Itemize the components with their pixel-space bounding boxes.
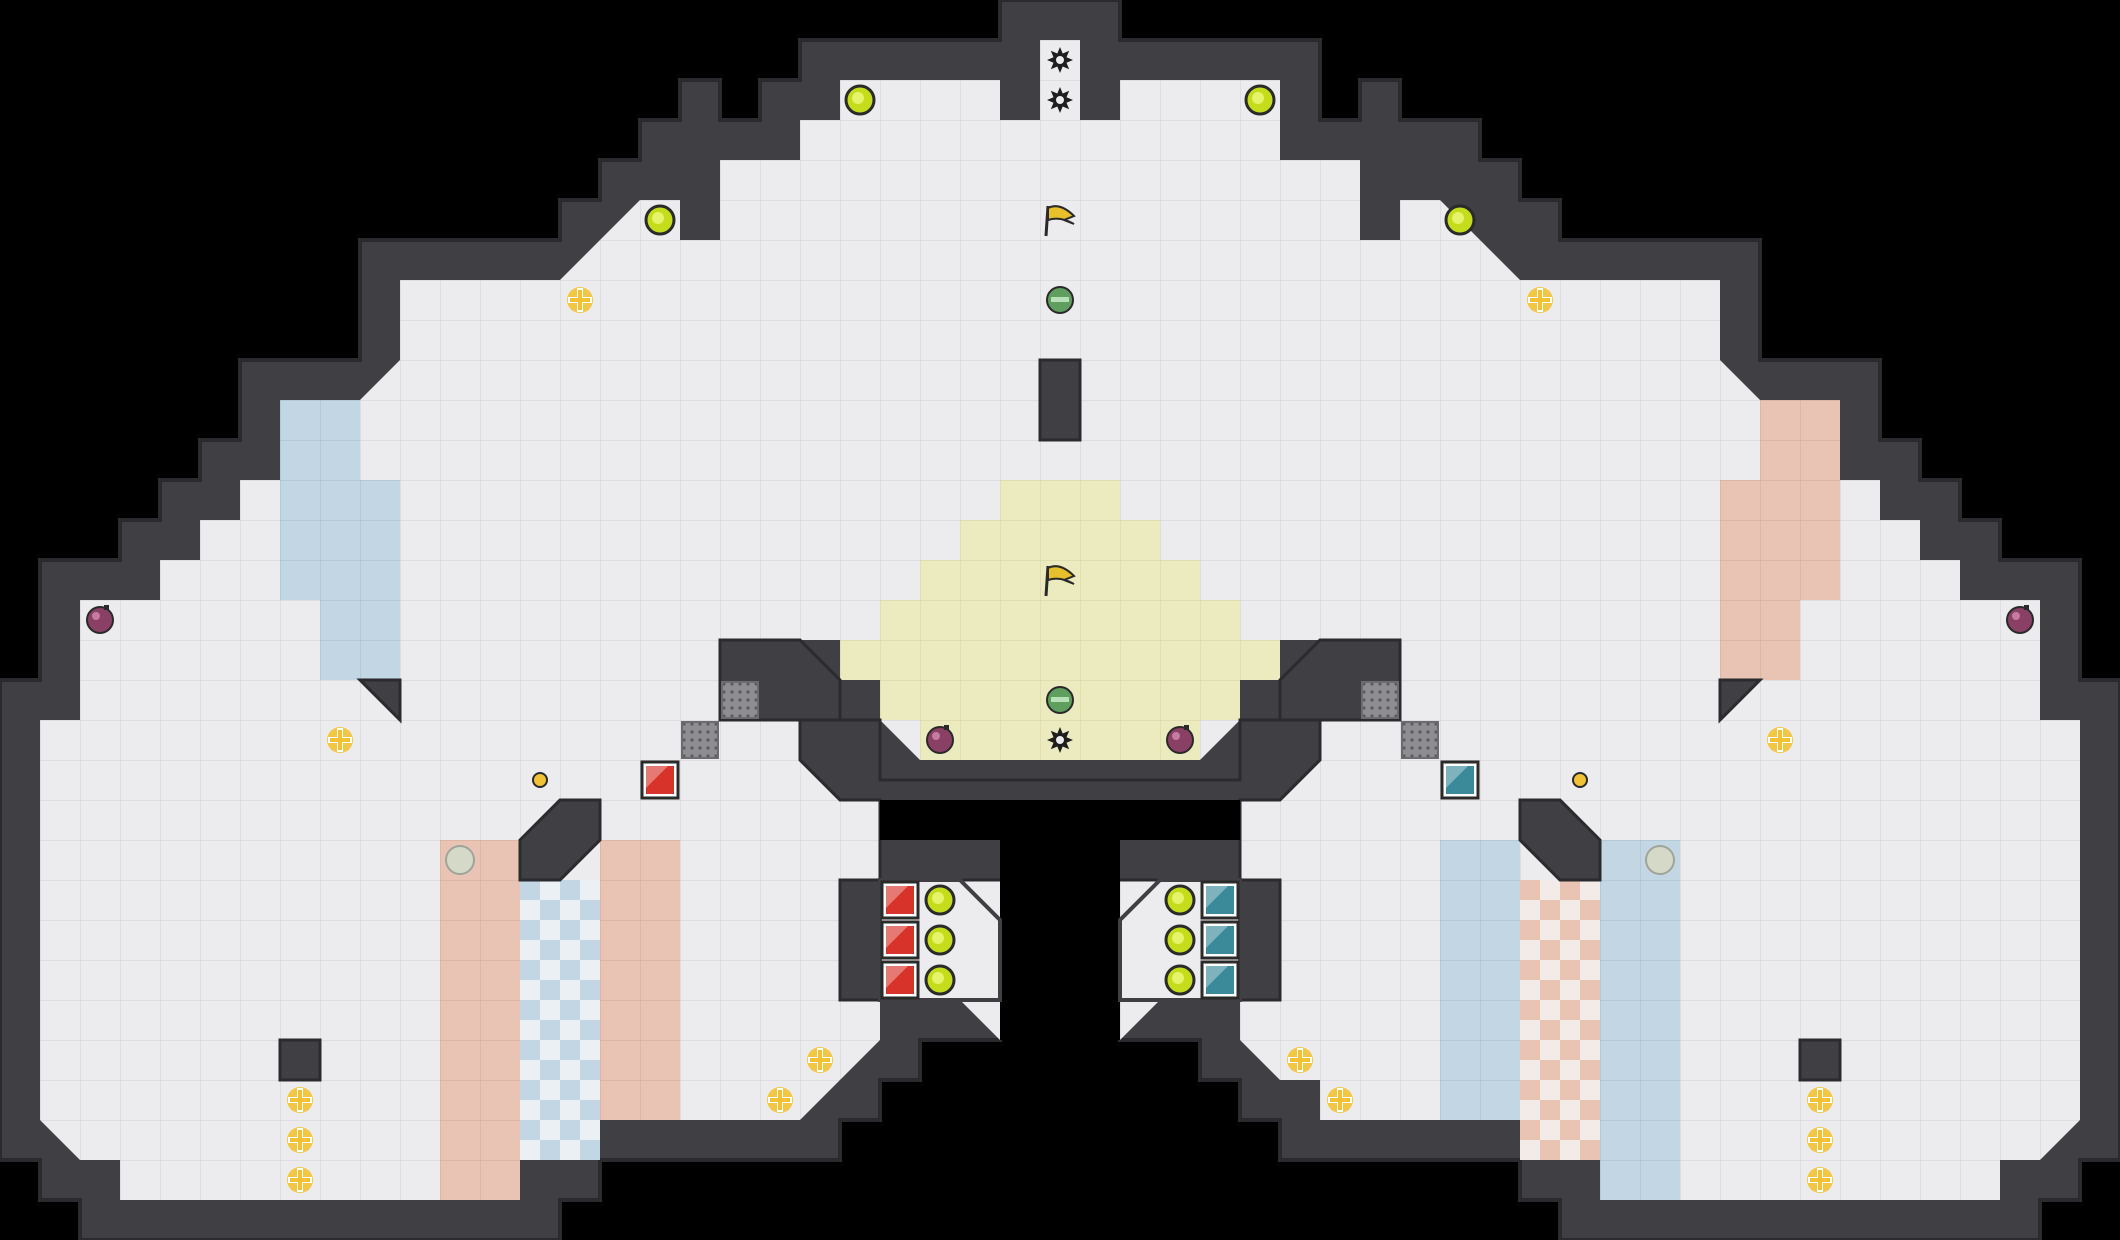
coin-icon — [644, 204, 676, 236]
powerup-icon — [1807, 1087, 1833, 1113]
neutral-button-icon — [1645, 845, 1675, 875]
bomb-icon — [1166, 725, 1194, 754]
blue-block — [1440, 760, 1480, 800]
center-void — [880, 800, 1240, 1040]
neutral-button-icon — [445, 845, 475, 875]
red-block — [880, 880, 920, 920]
coin-icon — [844, 84, 876, 116]
coin-icon — [924, 924, 956, 956]
spike-icon — [1047, 87, 1073, 113]
powerup-icon — [1767, 727, 1793, 753]
boost-tile — [721, 681, 759, 719]
red-block — [640, 760, 680, 800]
coin-icon — [1164, 884, 1196, 916]
green-ball-icon — [1046, 686, 1074, 714]
coin-icon — [924, 964, 956, 996]
yellow-zone — [840, 480, 1280, 760]
coin-icon — [1164, 924, 1196, 956]
coin-icon — [924, 884, 956, 916]
red-zone-left-a — [440, 840, 520, 1200]
coin-icon — [1164, 964, 1196, 996]
red-checker-zone-right — [1520, 880, 1600, 1160]
spike-icon — [1047, 727, 1073, 753]
powerup-icon — [327, 727, 353, 753]
red-zone-left-b — [600, 840, 680, 1120]
blue-block — [1200, 920, 1240, 960]
blue-block — [1200, 880, 1240, 920]
powerup-icon — [1287, 1047, 1313, 1073]
flag-icon — [1044, 565, 1076, 597]
powerup-icon — [287, 1087, 313, 1113]
bomb-icon — [86, 605, 114, 634]
marker-icon — [532, 772, 548, 788]
coin-icon — [1444, 204, 1476, 236]
blue-block — [1200, 960, 1240, 1000]
blue-checker-zone-left — [520, 880, 600, 1160]
powerup-icon — [1327, 1087, 1353, 1113]
powerup-icon — [287, 1127, 313, 1153]
powerup-icon — [1807, 1127, 1833, 1153]
bomb-icon — [926, 725, 954, 754]
marker-icon — [1572, 772, 1588, 788]
powerup-icon — [1807, 1167, 1833, 1193]
powerup-icon — [807, 1047, 833, 1073]
red-zone-right-upper — [1720, 400, 1840, 680]
red-block — [880, 920, 920, 960]
green-ball-icon — [1046, 286, 1074, 314]
red-block — [880, 960, 920, 1000]
boost-tile — [1401, 721, 1439, 759]
bomb-icon — [2006, 605, 2034, 634]
blue-zone-left-upper — [280, 400, 400, 680]
powerup-icon — [1527, 287, 1553, 313]
boost-tile — [681, 721, 719, 759]
blue-zone-right-a — [1440, 840, 1520, 1120]
blue-zone-right-b — [1600, 840, 1680, 1200]
spike-icon — [1047, 47, 1073, 73]
powerup-icon — [767, 1087, 793, 1113]
powerup-icon — [287, 1167, 313, 1193]
coin-icon — [1244, 84, 1276, 116]
powerup-icon — [567, 287, 593, 313]
flag-icon — [1044, 205, 1076, 237]
boost-tile — [1361, 681, 1399, 719]
